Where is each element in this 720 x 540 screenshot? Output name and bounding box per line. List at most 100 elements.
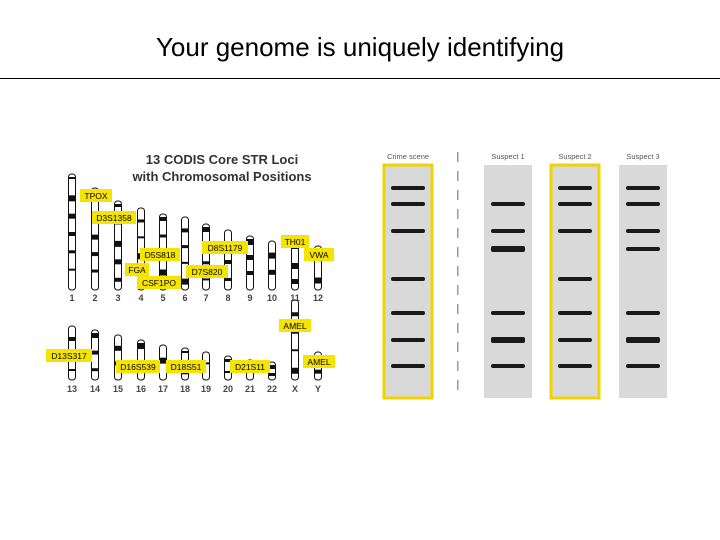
- locus-label-tpox: TPOX: [80, 189, 112, 202]
- chromosome-number: 6: [182, 293, 187, 303]
- gel-lane-background: [619, 165, 667, 398]
- locus-label-d8s1179: D8S1179: [202, 241, 248, 254]
- chromosome: [68, 173, 76, 291]
- chromosome: [91, 329, 99, 381]
- chromosome: [268, 240, 276, 291]
- gel-band: [626, 337, 660, 343]
- gel-band: [391, 338, 425, 342]
- gel-band: [558, 277, 592, 281]
- gel-band: [391, 229, 425, 233]
- locus-label-amel-x: AMEL: [279, 319, 311, 332]
- gel-band: [491, 364, 525, 368]
- locus-text: AMEL: [283, 321, 306, 331]
- lane-separator: [457, 152, 459, 390]
- chromosome-number: 7: [203, 293, 208, 303]
- gel-band: [558, 229, 592, 233]
- chromosome: [224, 229, 232, 291]
- chromosome-number: 20: [223, 384, 233, 394]
- locus-label-th01: TH01: [281, 235, 309, 248]
- locus-text: TPOX: [84, 191, 107, 201]
- gel-band: [626, 202, 660, 206]
- gel-band: [626, 311, 660, 315]
- title-divider: [0, 78, 720, 79]
- gel-lane: Suspect 2: [549, 152, 601, 400]
- chromosome-number: 14: [90, 384, 100, 394]
- gel-band: [391, 311, 425, 315]
- gel-band: [558, 202, 592, 206]
- locus-text: D13S317: [51, 351, 87, 361]
- gel-panel: Crime scene Suspect 1 Suspect 2 Suspect 3: [382, 152, 667, 400]
- gel-lane-background: [484, 165, 532, 398]
- gel-lane: Suspect 3: [619, 152, 667, 398]
- gel-lane-label: Suspect 2: [558, 152, 591, 161]
- locus-label-d13s317: D13S317: [46, 349, 92, 362]
- gel-band: [491, 246, 525, 252]
- chromosome-number: 18: [180, 384, 190, 394]
- chromosome-number: 22: [267, 384, 277, 394]
- gel-lane: Suspect 1: [484, 152, 532, 398]
- chromosome: [181, 216, 189, 291]
- locus-text: D5S818: [145, 250, 176, 260]
- gel-lane-background: [549, 163, 601, 400]
- gel-band: [626, 229, 660, 233]
- chromosome-number: 8: [225, 293, 230, 303]
- locus-text: TH01: [285, 237, 306, 247]
- chromosome-number: 9: [247, 293, 252, 303]
- slide-title: Your genome is uniquely identifying: [155, 32, 565, 62]
- chromosome: [291, 299, 299, 381]
- chromosome: [159, 344, 167, 381]
- gel-band: [558, 364, 592, 368]
- gel-band: [626, 247, 660, 251]
- chromosome-number: 5: [160, 293, 165, 303]
- gel-band: [626, 364, 660, 368]
- gel-band: [491, 311, 525, 315]
- locus-text: CSF1PO: [142, 278, 176, 288]
- locus-text: D16S539: [120, 362, 156, 372]
- locus-labels: TPOX D3S1358 D5S818 FGA CSF1PO D8S1179 D…: [46, 189, 335, 373]
- gel-band: [491, 229, 525, 233]
- chromosome-number: 13: [67, 384, 77, 394]
- gel-band: [558, 311, 592, 315]
- chromosome-number: 10: [267, 293, 277, 303]
- chromosome: [91, 187, 99, 291]
- chromosome-number: 17: [158, 384, 168, 394]
- gel-band: [391, 202, 425, 206]
- locus-label-d18s51: D18S51: [166, 360, 206, 373]
- gel-lane-background: [382, 163, 434, 400]
- locus-label-amel-y: AMEL: [303, 355, 335, 368]
- gel-band: [491, 202, 525, 206]
- gel-band: [391, 277, 425, 281]
- locus-text: D18S51: [171, 362, 202, 372]
- gel-band: [558, 186, 592, 190]
- chromosome-number: 15: [113, 384, 123, 394]
- chromosome-number: 2: [92, 293, 97, 303]
- chromosome: [291, 243, 299, 291]
- locus-label-csf1po: CSF1PO: [137, 276, 181, 289]
- chromosome: [202, 223, 210, 291]
- karyotype-title: 13 CODIS Core STR Loci: [146, 152, 298, 167]
- karyotype-subtitle: with Chromosomal Positions: [131, 169, 311, 184]
- locus-text: D3S1358: [96, 213, 132, 223]
- chromosome-number: 1: [69, 293, 74, 303]
- gel-band: [558, 338, 592, 342]
- chromosome-number: X: [292, 384, 298, 394]
- locus-label-d7s820: D7S820: [186, 265, 228, 278]
- locus-label-d16s539: D16S539: [116, 360, 160, 373]
- locus-text: FGA: [128, 265, 146, 275]
- locus-text: D21S11: [235, 362, 265, 372]
- locus-label-vwa: VWA: [304, 248, 334, 261]
- chromosome-number: 12: [313, 293, 323, 303]
- locus-text: VWA: [309, 250, 328, 260]
- locus-label-d3s1358: D3S1358: [92, 211, 136, 224]
- locus-text: D7S820: [192, 267, 223, 277]
- locus-text: D8S1179: [208, 243, 243, 253]
- locus-label-fga: FGA: [125, 263, 149, 276]
- chromosome-number: 19: [201, 384, 211, 394]
- gel-band: [626, 186, 660, 190]
- chromosome-number: 21: [245, 384, 255, 394]
- gel-lane: Crime scene: [382, 152, 434, 400]
- chromosome-number: 3: [115, 293, 120, 303]
- gel-band: [391, 364, 425, 368]
